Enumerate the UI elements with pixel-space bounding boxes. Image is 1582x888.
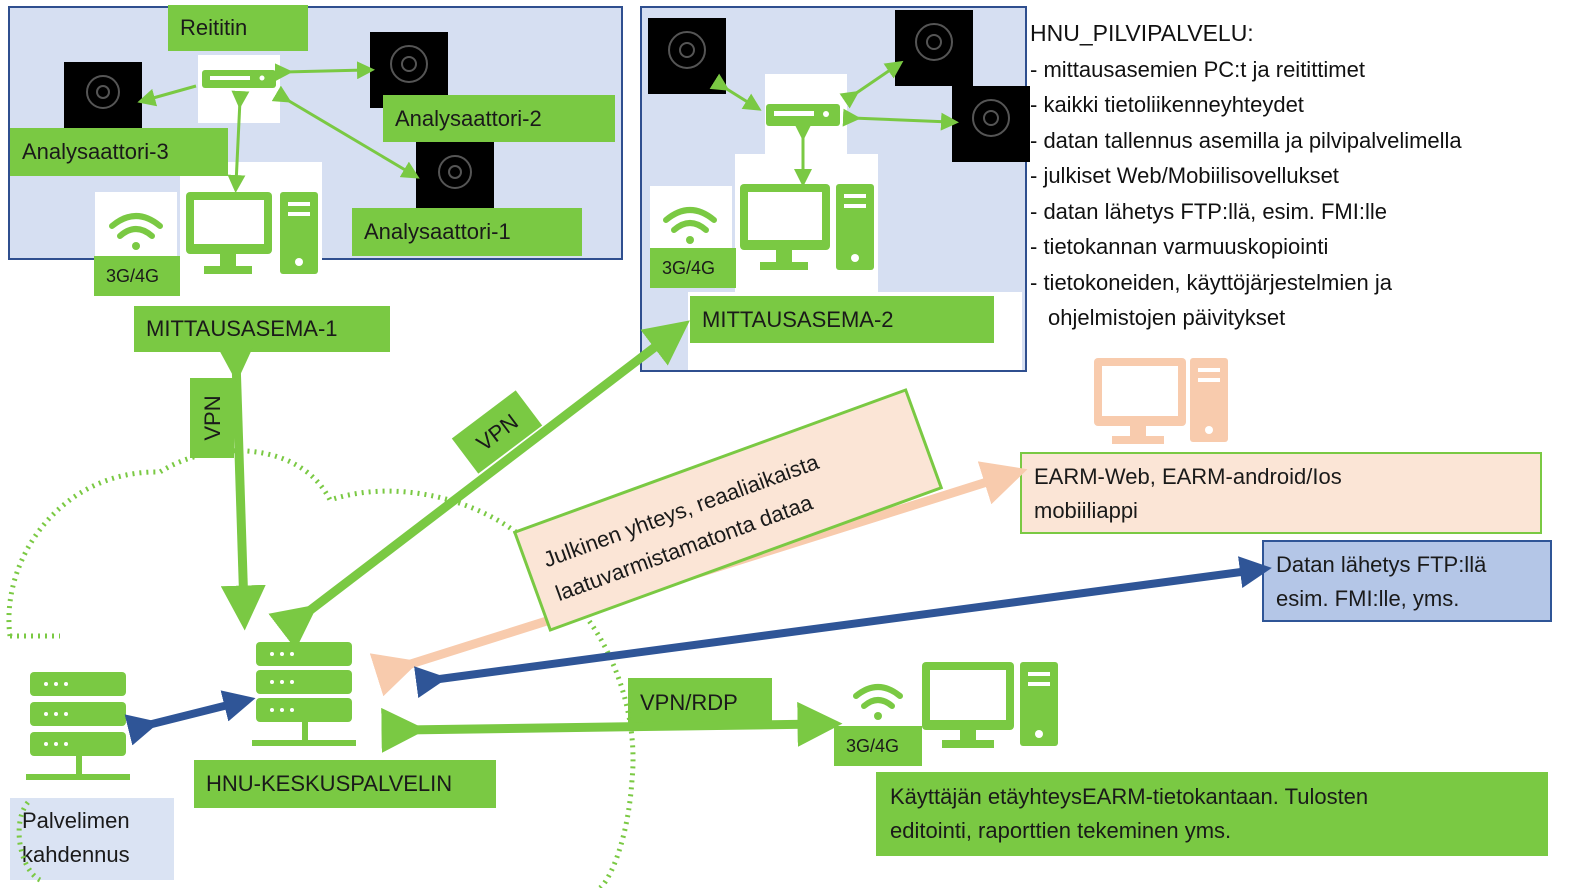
- backup-line2: kahdennus: [22, 842, 130, 867]
- backup-link: [124, 690, 256, 746]
- backup-line1: Palvelimen: [22, 808, 130, 833]
- cloud-note-item: - kaikki tietoliikenneyhteydet: [1030, 92, 1304, 117]
- station-2-wifi-icon: [663, 207, 717, 244]
- vpn-label-2: VPN: [451, 390, 543, 474]
- earm-web-line2: mobiiliappi: [1034, 498, 1138, 523]
- station-1-network-badge: 3G/4G: [94, 256, 180, 296]
- backup-server-label: Palvelimen kahdennus: [10, 798, 174, 880]
- analyzer-3-text: Analysaattori-3: [22, 139, 169, 164]
- user-wifi-icon: [853, 684, 903, 720]
- cloud-service-notes: HNU_PILVIPALVELU: - mittausasemien PC:t …: [1030, 16, 1462, 336]
- user-computer-icon: [922, 662, 1058, 748]
- central-server-icon: [252, 642, 356, 746]
- station-2-network-badge: 3G/4G: [650, 248, 736, 288]
- vpn-label-1: VPN: [190, 378, 234, 458]
- station-2-router-icon: [766, 104, 840, 126]
- station-2-name-label: MITTAUSASEMA-2: [690, 296, 994, 343]
- router-label: Reititin: [168, 5, 308, 51]
- vpn-label-1-text: VPN: [200, 395, 225, 440]
- user-line1: Käyttäjän etäyhteysEARM-tietokantaan. Tu…: [890, 784, 1369, 809]
- analyzer-1-camera-icon: [416, 142, 494, 210]
- ftp-line1: Datan lähetys FTP:llä: [1276, 552, 1487, 577]
- station-2-name-text: MITTAUSASEMA-2: [702, 306, 894, 332]
- analyzer-3-camera-icon: [64, 62, 142, 128]
- analyzer-1-label: Analysaattori-1: [352, 208, 582, 256]
- vpn-rdp-link: [381, 701, 843, 753]
- user-remote-box: Käyttäjän etäyhteysEARM-tietokantaan. Tu…: [876, 772, 1548, 856]
- central-server-text: HNU-KESKUSPALVELIN: [206, 771, 453, 796]
- station-1-links: [137, 61, 420, 193]
- earm-web-line1: EARM-Web, EARM-android/Ios: [1034, 464, 1342, 489]
- ftp-box: Datan lähetys FTP:llä esim. FMI:lle, yms…: [1262, 540, 1552, 622]
- vpn-link-station-1: [212, 336, 266, 631]
- cloud-note-item: - datan tallennus asemilla ja pilvipalve…: [1030, 127, 1462, 153]
- analyzer-3-label: Analysaattori-3: [10, 128, 228, 176]
- public-connection-note: Julkinen yhteys, reaaliaikaista laatuvar…: [512, 388, 944, 632]
- public-computer-icon: [1094, 358, 1228, 444]
- cloud-note-item: - julkiset Web/Mobiilisovellukset: [1030, 163, 1339, 188]
- user-line2: editointi, raporttien tekeminen yms.: [890, 818, 1232, 843]
- analyzer-1-text: Analysaattori-1: [364, 219, 511, 244]
- user-network-text: 3G/4G: [846, 735, 900, 756]
- user-network-badge: 3G/4G: [834, 726, 922, 766]
- ftp-line2: esim. FMI:lle, yms.: [1276, 586, 1460, 611]
- station-1-computer-icon: [186, 192, 318, 274]
- station-2-computer-icon: [740, 184, 874, 270]
- station-2-network-text: 3G/4G: [662, 257, 716, 278]
- backup-server-icon: [26, 672, 130, 780]
- ftp-link: [414, 556, 1272, 698]
- station-1-wifi-icon: [109, 213, 163, 250]
- cloud-note-item: ohjelmistojen päivitykset: [1048, 305, 1286, 330]
- cloud-note-item: - mittausasemien PC:t ja reitittimet: [1030, 56, 1365, 82]
- router-icon: [202, 70, 276, 88]
- station-1-network-text: 3G/4G: [106, 265, 160, 286]
- cloud-note-item: - tietokannan varmuuskopiointi: [1030, 234, 1329, 259]
- cloud-notes-title: HNU_PILVIPALVELU:: [1030, 20, 1254, 46]
- cloud-note-item: - tietokoneiden, käyttöjärjestelmien ja: [1030, 269, 1392, 295]
- router-label-text: Reititin: [180, 15, 248, 40]
- station-2-links: [709, 60, 959, 187]
- camera-glyphs: [86, 23, 1010, 189]
- cloud-note-item: - datan lähetys FTP:llä, esim. FMI:lle: [1030, 198, 1387, 224]
- central-server-label: HNU-KESKUSPALVELIN: [194, 760, 496, 808]
